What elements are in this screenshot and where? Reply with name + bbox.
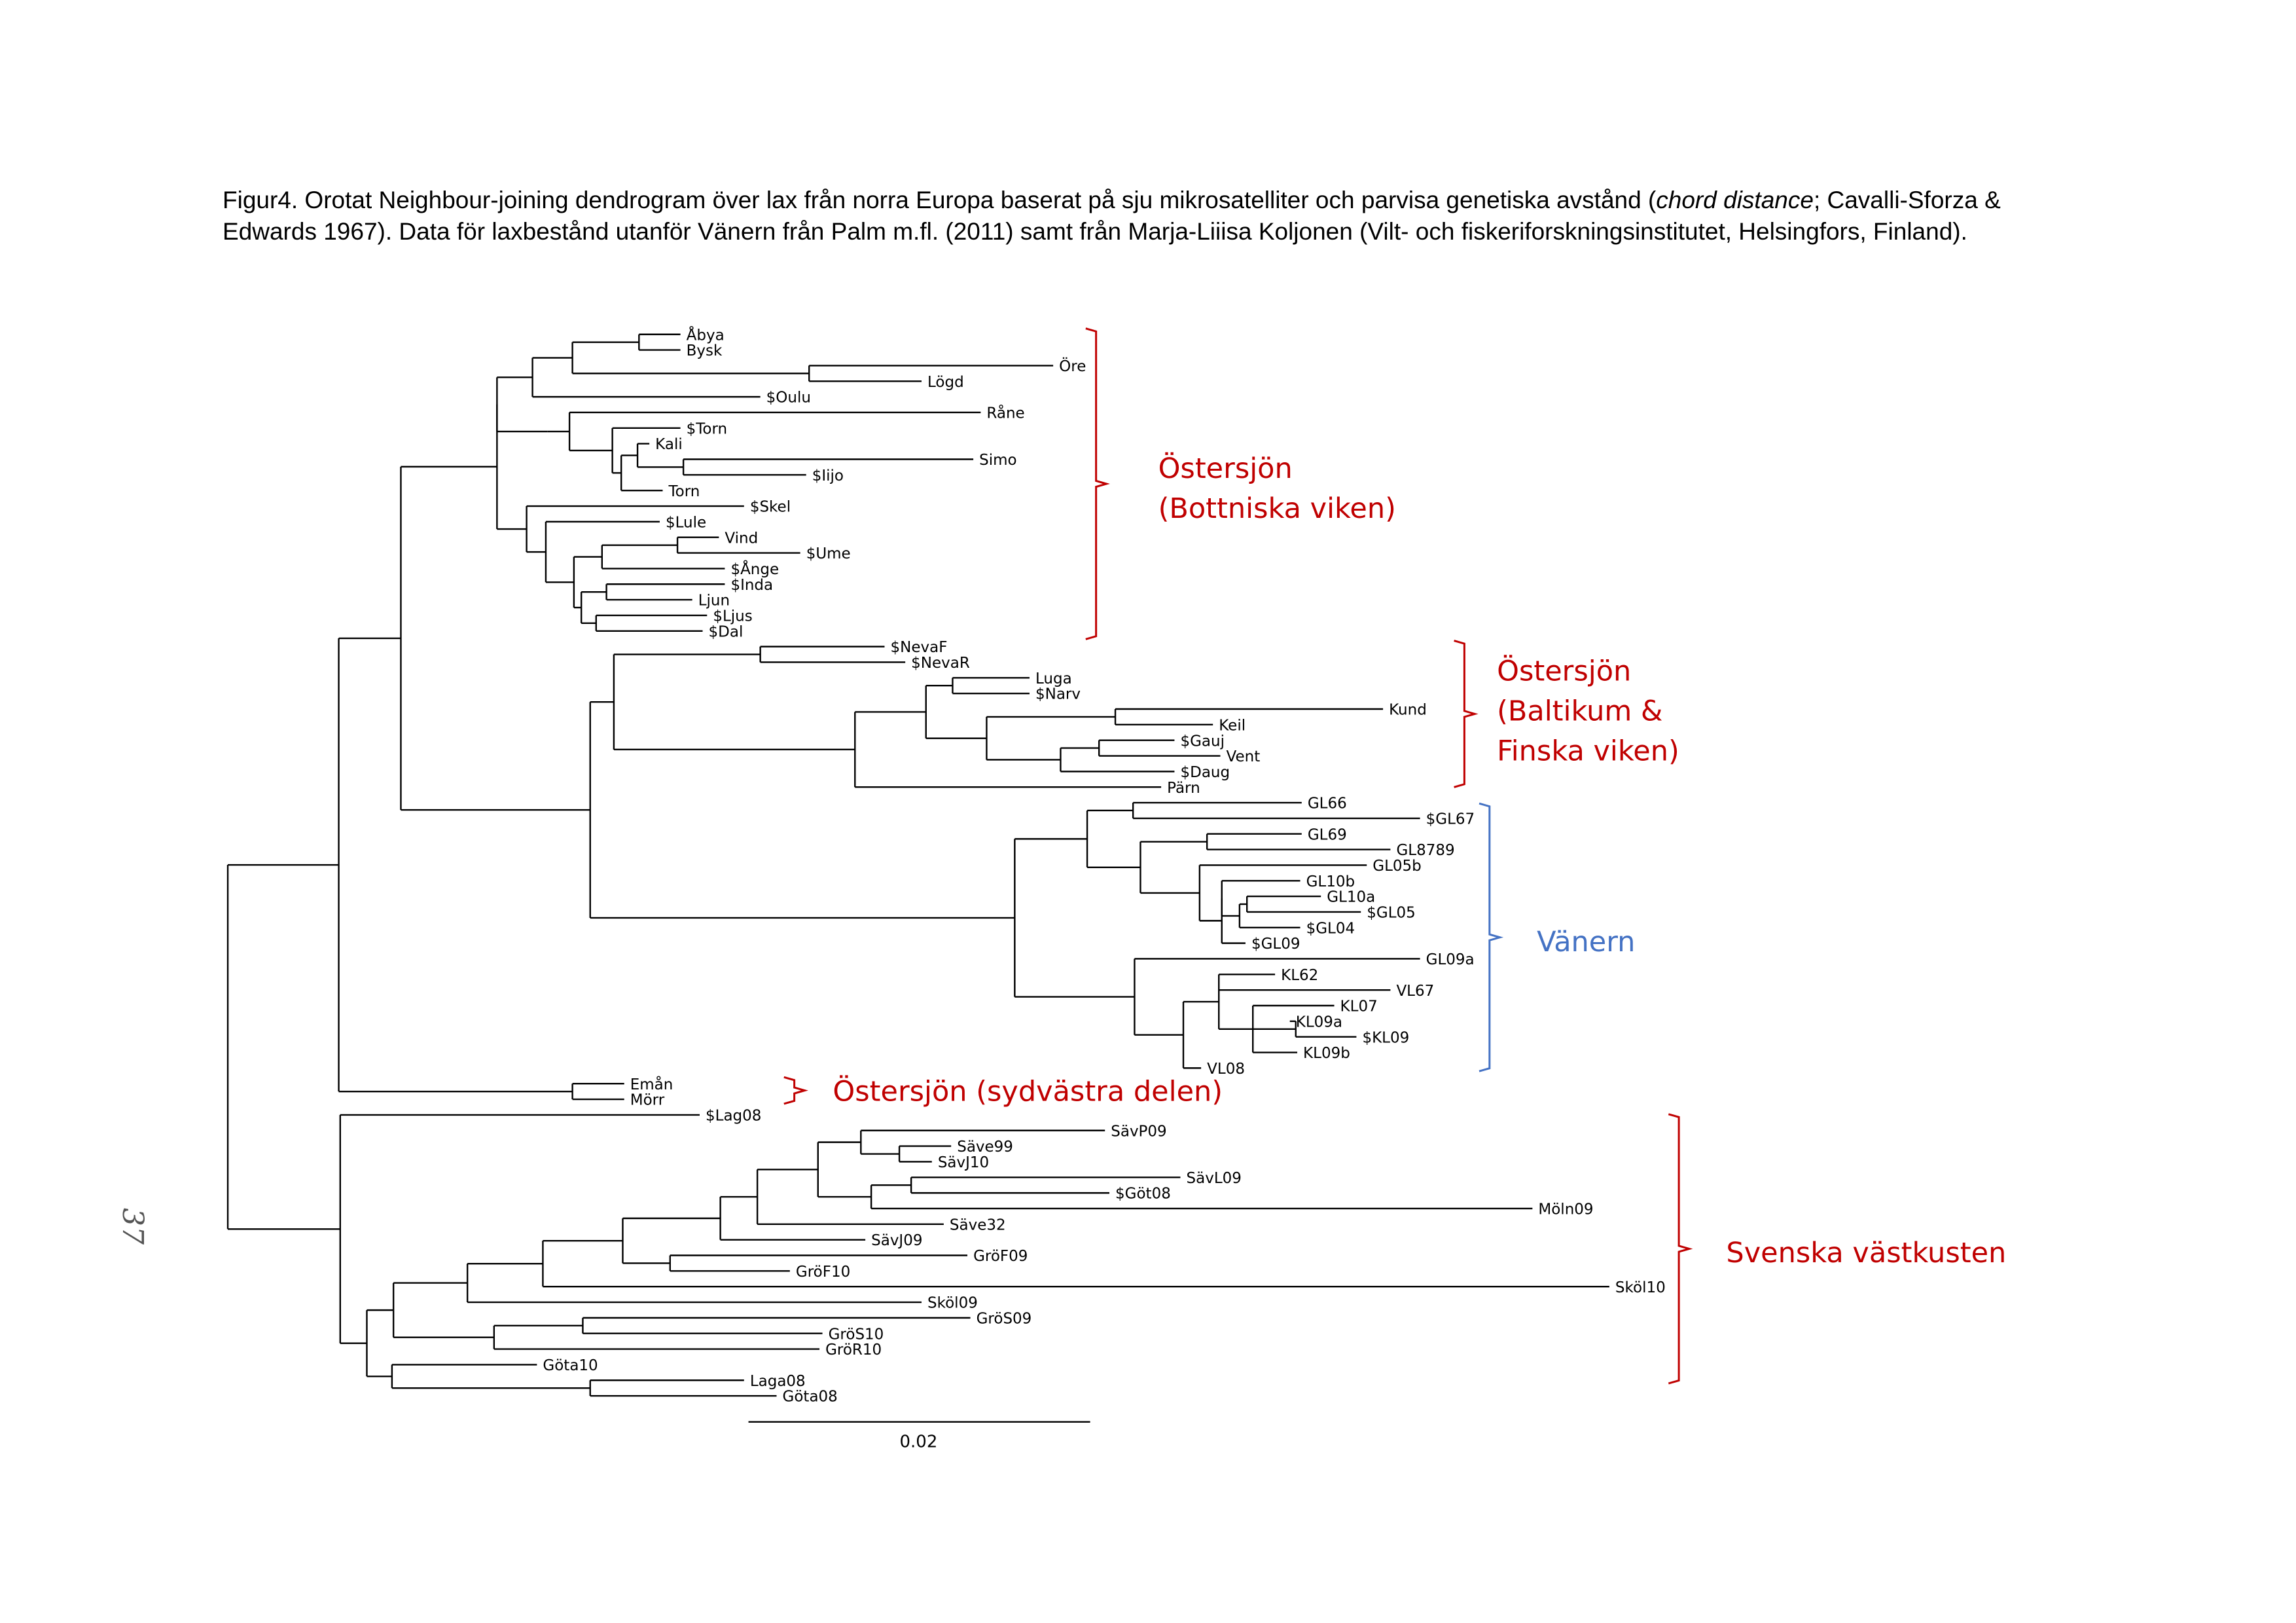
- group-label: (Baltikum &: [1497, 695, 1662, 728]
- leaf-label: Sköl09: [927, 1295, 978, 1312]
- group-label: Svenska västkusten: [1726, 1237, 2006, 1269]
- figure-caption: Figur4. Orotat Neighbour-joining dendrog…: [223, 185, 2055, 247]
- leaf-label: Emån: [630, 1075, 673, 1093]
- leaf-label: SävL09: [1187, 1170, 1242, 1187]
- leaf-label: Kali: [655, 436, 683, 453]
- leaf-label: Åbya: [687, 325, 725, 344]
- leaf-label: Råne: [986, 404, 1024, 422]
- leaf-label: $KL09: [1362, 1029, 1409, 1046]
- leaf-label: KL62: [1281, 967, 1318, 984]
- leaf-label: VL08: [1207, 1061, 1245, 1078]
- leaf-label: Vent: [1227, 748, 1261, 765]
- leaf-label: $GL05: [1367, 905, 1416, 922]
- leaf-label: Laga08: [750, 1373, 806, 1390]
- leaf-label: $Narv: [1035, 686, 1081, 703]
- leaf-label: GL69: [1308, 826, 1347, 843]
- group-label: Östersjön: [1497, 655, 1631, 688]
- leaf-label: $Dal: [709, 623, 744, 640]
- leaf-label: Simo: [979, 452, 1016, 469]
- leaf-label: Möln09: [1538, 1201, 1593, 1218]
- leaf-label: KL09a: [1296, 1013, 1342, 1030]
- leaf-label: $GL04: [1306, 920, 1355, 937]
- leaf-label: Sköl10: [1615, 1279, 1666, 1296]
- leaf-label: Kund: [1389, 702, 1427, 719]
- group-label: Östersjön: [1158, 452, 1293, 485]
- leaf-label: $Ume: [806, 545, 851, 562]
- leaf-label: $Lule: [666, 514, 706, 531]
- leaf-label: Göta08: [783, 1389, 838, 1406]
- tree-branches: [226, 333, 1609, 1397]
- leaf-label: Pärn: [1167, 780, 1200, 797]
- leaf-label: $Daug: [1180, 764, 1230, 781]
- leaf-label: Keil: [1219, 717, 1246, 734]
- leaf-label: Öre: [1059, 357, 1086, 375]
- leaf-label: Lögd: [927, 374, 964, 391]
- group-label: Östersjön (sydvästra delen): [833, 1074, 1223, 1108]
- leaf-label: GL10b: [1306, 873, 1355, 890]
- leaf-label: KL07: [1340, 998, 1378, 1015]
- scale-bar: 0.02: [748, 1421, 1090, 1451]
- group-label: Vänern: [1537, 926, 1635, 958]
- leaf-label: Vind: [725, 530, 758, 547]
- leaf-label: $Ånge: [730, 560, 779, 578]
- leaf-label: $Iijo: [812, 467, 844, 484]
- leaf-label: VL67: [1396, 983, 1434, 1000]
- leaf-label: KL09b: [1303, 1045, 1350, 1062]
- leaf-label: $Torn: [687, 420, 727, 437]
- leaf-label: $GL09: [1251, 936, 1300, 953]
- leaf-label: $Inda: [730, 577, 773, 594]
- group-bracket: [1085, 327, 1110, 640]
- group-bracket: [783, 1076, 808, 1105]
- leaf-label: $Lag08: [706, 1107, 761, 1124]
- leaf-label: Mörr: [630, 1092, 665, 1109]
- leaf-label: Säve99: [957, 1139, 1013, 1156]
- leaf-label: GL66: [1308, 795, 1347, 812]
- leaf-label: Ljun: [698, 593, 730, 610]
- caption-italic: chord distance: [1656, 187, 1814, 213]
- leaf-label: $Gauj: [1180, 733, 1225, 750]
- leaf-label: SävJ09: [871, 1232, 922, 1249]
- caption-text-2: ; Cavalli-Sforza & Edwards 1967). Data f…: [223, 187, 2001, 245]
- group-label: Finska viken): [1497, 735, 1679, 768]
- leaf-label: $GL67: [1426, 811, 1475, 828]
- leaf-label: $Oulu: [766, 390, 811, 407]
- leaf-label: Bysk: [687, 342, 723, 359]
- leaf-label: GröS09: [977, 1310, 1032, 1327]
- leaf-label: $Göt08: [1115, 1186, 1171, 1203]
- group-brackets: Östersjön (Bottniska viken) Östersjön (Balt…: [783, 327, 2006, 1385]
- caption-text-1: Figur4. Orotat Neighbour-joining dendrog…: [223, 187, 1657, 213]
- leaf-label: GL05b: [1372, 858, 1422, 875]
- leaf-label: $NevaR: [911, 655, 970, 672]
- group-label: (Bottniska viken): [1158, 492, 1396, 525]
- leaf-label: $Ljus: [713, 608, 752, 625]
- leaf-label: SävP09: [1111, 1123, 1166, 1140]
- leaf-label: GröF10: [796, 1264, 850, 1281]
- leaf-label: $NevaF: [891, 639, 948, 656]
- group-bracket: [1668, 1113, 1693, 1385]
- leaf-label: GL10a: [1327, 889, 1375, 906]
- leaf-label: Luga: [1035, 670, 1072, 687]
- leaf-label: $Skel: [750, 499, 791, 516]
- leaf-label: Torn: [668, 483, 700, 500]
- leaf-label: GL8789: [1396, 842, 1454, 859]
- leaf-label: GröS10: [829, 1326, 884, 1343]
- leaf-label: GröF09: [973, 1248, 1028, 1265]
- group-bracket: [1454, 640, 1479, 788]
- leaf-label: GröR10: [825, 1341, 882, 1359]
- scale-bar-label: 0.02: [900, 1432, 938, 1451]
- group-bracket: [1479, 802, 1504, 1072]
- leaf-label: Göta10: [543, 1357, 598, 1374]
- leaf-label: SävJ10: [938, 1154, 989, 1171]
- leaf-label: GL09a: [1426, 951, 1475, 968]
- leaf-label: Säve32: [950, 1216, 1006, 1233]
